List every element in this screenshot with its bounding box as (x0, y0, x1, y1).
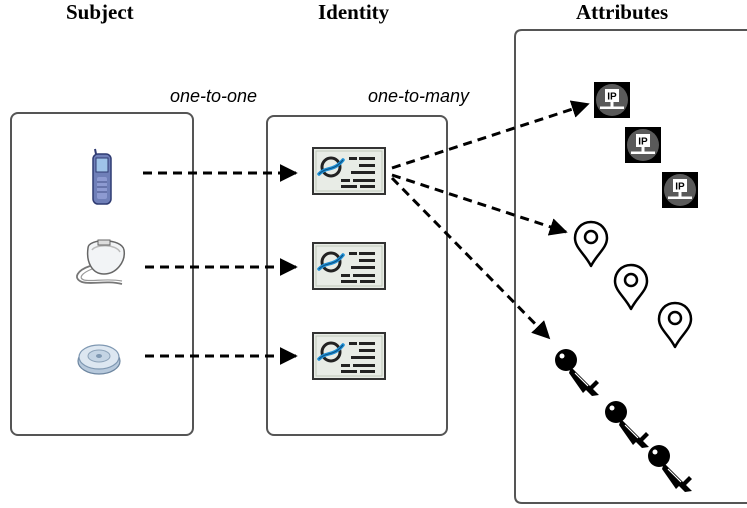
ip-address-icon (662, 172, 698, 208)
one-to-many-arrow (391, 173, 568, 236)
pacemaker-icon (76, 239, 125, 285)
glucose-sensor-icon (77, 344, 121, 375)
one-to-many-arrow (391, 100, 590, 170)
one-to-one-label: one-to-one (170, 86, 258, 106)
subject-header: Subject (66, 0, 134, 24)
identity-header: Identity (318, 0, 390, 24)
mobile-phone-icon (92, 148, 112, 205)
ip-address-icon (625, 127, 661, 163)
identity-card-icon (311, 331, 387, 381)
one-to-many-arrow (390, 176, 551, 340)
one-to-many-label: one-to-many (368, 86, 470, 106)
ip-address-icon (594, 82, 630, 118)
identity-card-icon (311, 241, 387, 291)
attributes-header: Attributes (576, 0, 669, 24)
identity-card-icon (311, 146, 387, 196)
